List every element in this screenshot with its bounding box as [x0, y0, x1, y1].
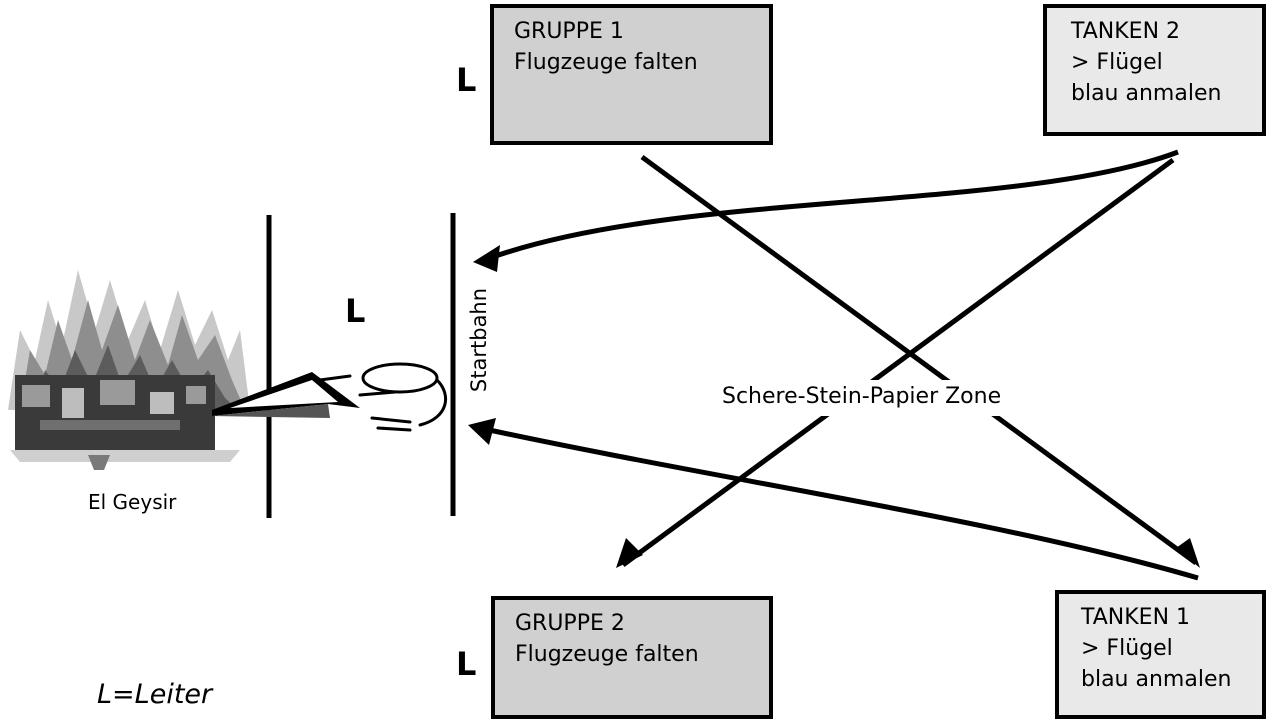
- paper-airplane-icon: [212, 372, 360, 418]
- group1-task: Flugzeuge falten: [514, 50, 698, 75]
- arrowhead: [616, 538, 643, 568]
- runway-label: Startbahn: [467, 287, 491, 393]
- tanken2-box: TANKEN 2 > Flügel blau anmalen: [1043, 4, 1266, 136]
- arrowhead: [473, 245, 500, 272]
- arrow-tanken2-to-group2: [621, 157, 1175, 568]
- tanken1-line3: blau anmalen: [1081, 667, 1232, 692]
- runway-leader: L: [345, 292, 366, 330]
- tanken1-box: TANKEN 1 > Flügel blau anmalen: [1055, 590, 1266, 719]
- flight-path-loop: [318, 362, 447, 432]
- arrow-tanken2-to-runway: [489, 149, 1179, 261]
- arrow-group1-to-tanken1: [640, 154, 1198, 566]
- zone-label: Schere-Stein-Papier Zone: [722, 384, 1002, 409]
- group2-task: Flugzeuge falten: [515, 642, 699, 667]
- legend-text: L=Leiter: [97, 679, 213, 710]
- arrowhead: [468, 418, 496, 445]
- group1-title: GRUPPE 1: [514, 19, 624, 44]
- geyser-label: El Geysir: [88, 490, 177, 514]
- arrowhead: [1176, 538, 1200, 568]
- group2-box: GRUPPE 2 Flugzeuge falten: [491, 596, 773, 719]
- group2-title: GRUPPE 2: [515, 611, 625, 636]
- tanken2-line3: blau anmalen: [1071, 81, 1222, 106]
- tanken1-line2: > Flügel: [1081, 636, 1173, 661]
- arrow-tanken1-to-runway: [479, 425, 1199, 581]
- group1-box: GRUPPE 1 Flugzeuge falten: [490, 4, 773, 145]
- group2-leader: L: [456, 645, 477, 683]
- geyser-illustration-icon: [8, 270, 250, 470]
- tanken1-title: TANKEN 1: [1081, 605, 1191, 630]
- tanken2-line2: > Flügel: [1071, 50, 1163, 75]
- tanken2-title: TANKEN 2: [1071, 19, 1181, 44]
- group1-leader: L: [456, 61, 477, 99]
